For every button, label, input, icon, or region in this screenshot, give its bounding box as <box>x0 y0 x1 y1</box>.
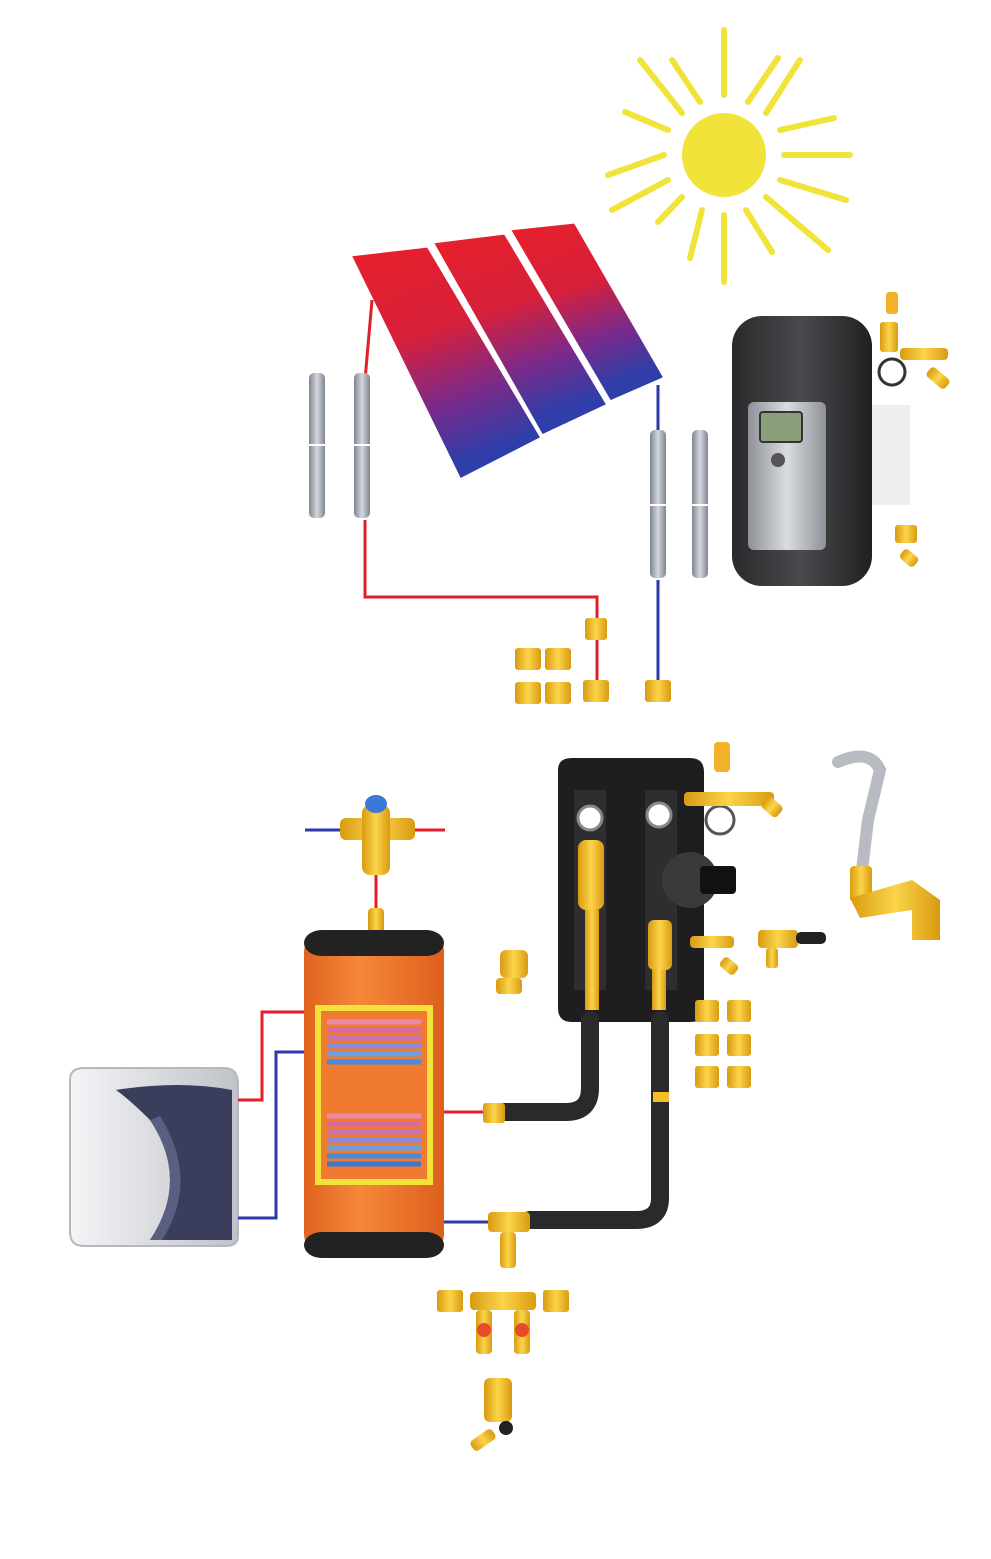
compression-fittings-lower <box>496 930 798 1088</box>
pressure-gauge <box>704 804 736 836</box>
solar-panel-3 <box>506 220 668 404</box>
solar-collector-panels <box>347 220 668 483</box>
boiler-unit <box>69 1067 239 1247</box>
insulated-pipes <box>491 1011 669 1229</box>
solar-panel-1 <box>347 244 545 483</box>
solar-panel-2 <box>429 231 611 438</box>
boiler-pipes <box>238 1010 304 1220</box>
sun-icon <box>605 27 853 285</box>
flexible-connection-hoses <box>309 373 708 578</box>
expansion-vessel-hose-and-bracket <box>832 750 940 940</box>
circulation-pump-group <box>558 742 783 1022</box>
lower-coil <box>327 1113 421 1167</box>
hot-water-storage-tank <box>304 930 444 1258</box>
thermometer-gauge <box>576 804 604 832</box>
upper-coil <box>327 1019 421 1065</box>
pump-station-icon <box>732 292 950 586</box>
hot-pipe <box>363 299 374 381</box>
fill-and-drain-valves <box>437 1212 569 1451</box>
compression-fittings <box>515 618 671 704</box>
hot-pipe <box>363 520 599 690</box>
thermostatic-mixing-valve <box>305 795 445 936</box>
solar-loop-pipes <box>363 299 660 690</box>
thermometer-gauge <box>645 801 673 829</box>
